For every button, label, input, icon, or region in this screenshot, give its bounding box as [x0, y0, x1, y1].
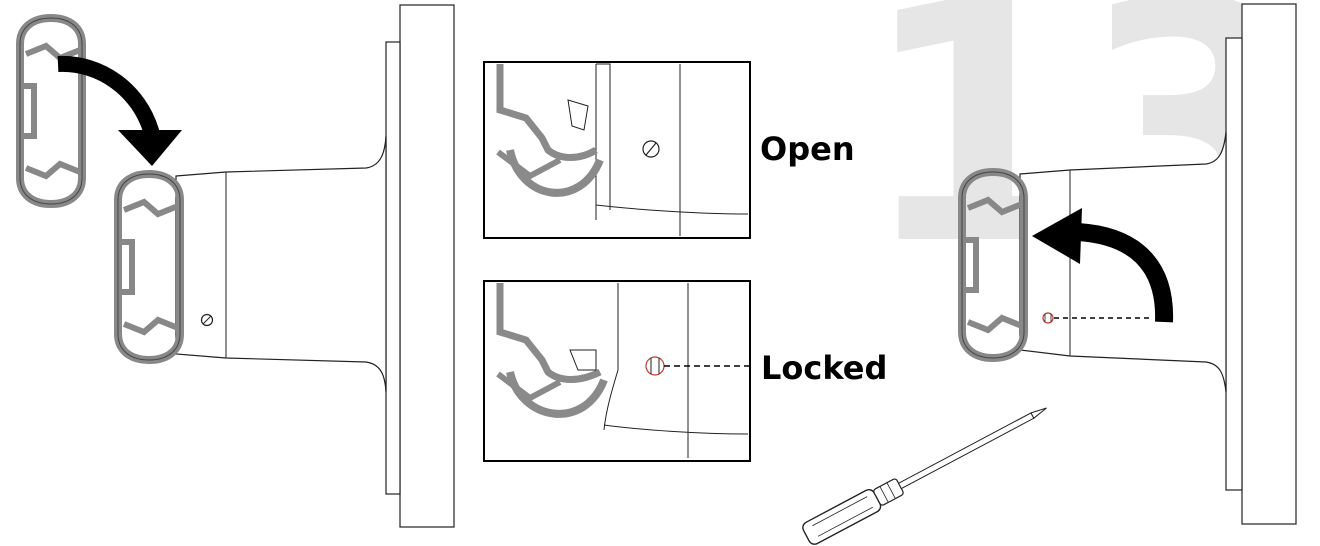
right-wall-plate — [1241, 3, 1297, 525]
right-scene — [802, 3, 1297, 545]
right-bracket-body — [1019, 131, 1227, 393]
right-wall-flange — [1225, 37, 1243, 491]
left-arrow-curve — [57, 55, 160, 137]
screwdriver-icon — [802, 407, 1047, 545]
open-label: Open — [760, 130, 855, 168]
detail-open — [483, 61, 751, 239]
detail-locked — [483, 280, 752, 462]
left-profile-start — [20, 18, 82, 204]
left-wall-flange — [385, 41, 401, 495]
left-scene — [20, 4, 455, 528]
right-screw-icon — [1042, 312, 1054, 324]
left-profile-installed — [118, 174, 180, 360]
left-wall-plate — [399, 4, 455, 528]
right-arrow-curve — [1077, 223, 1174, 323]
left-arrow-head — [118, 130, 182, 166]
right-arrow-head — [1032, 208, 1082, 264]
locked-label: Locked — [761, 349, 888, 387]
locked-screw-icon — [645, 356, 665, 376]
left-bracket-body — [175, 135, 387, 393]
right-profile-installed — [962, 172, 1024, 358]
